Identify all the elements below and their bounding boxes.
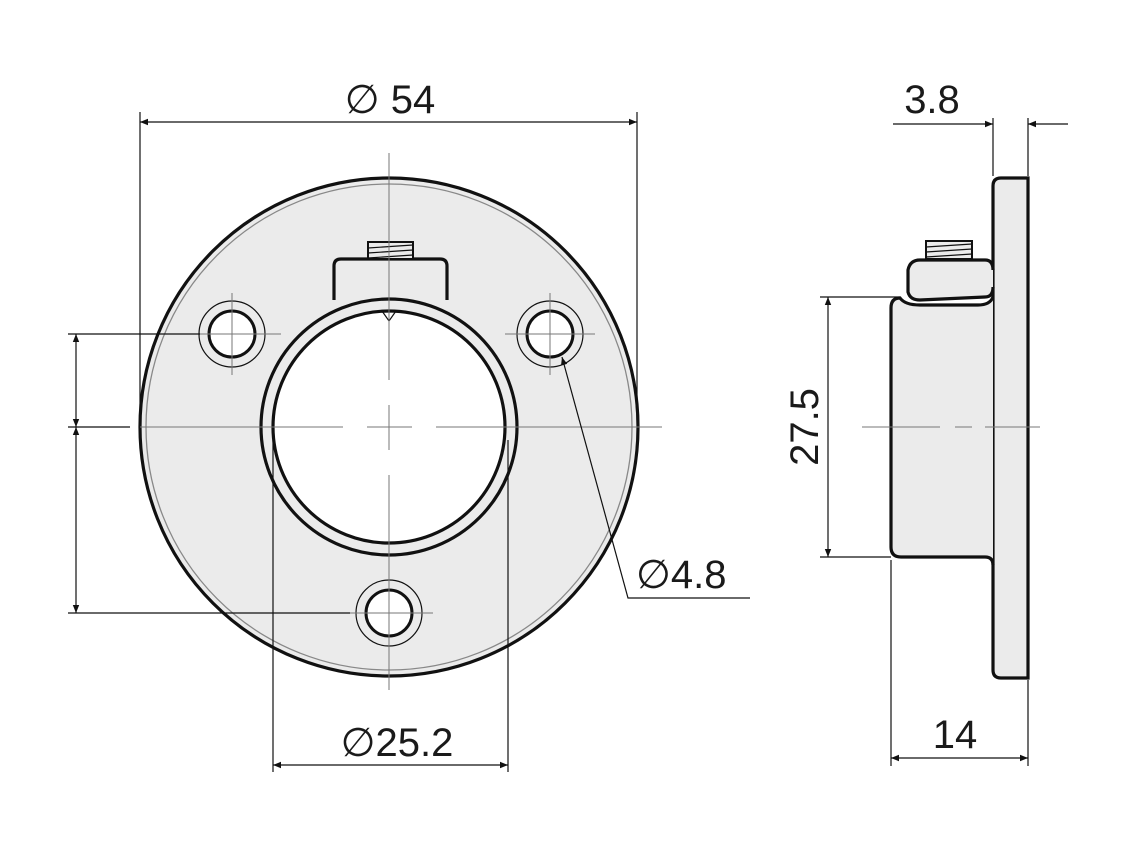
side-view	[862, 176, 1040, 680]
bore-diameter-label: ∅25.2	[341, 721, 454, 765]
body-height-label: 27.5	[783, 388, 827, 466]
hole-diameter-label: ∅4.8	[636, 553, 726, 597]
dim-hole-positions	[68, 333, 350, 614]
dim-outer-diameter: ∅ 54	[139, 78, 638, 420]
overall-depth-label: 14	[933, 713, 978, 757]
dim-bore-diameter: ∅25.2	[272, 440, 509, 772]
outer-diameter-label: ∅ 54	[345, 78, 435, 122]
dim-body-height: 27.5	[783, 296, 900, 558]
plate-thickness-label: 3.8	[904, 78, 960, 122]
side-body	[889, 258, 995, 566]
dim-overall-depth: 14	[890, 560, 1029, 766]
set-screw-boss	[332, 257, 449, 300]
front-view	[138, 153, 662, 690]
side-plate	[991, 176, 1030, 680]
set-screw-thread	[367, 241, 414, 260]
dim-plate-thickness: 3.8	[893, 78, 1068, 176]
dim-hole-diameter: ∅4.8	[561, 356, 750, 599]
side-set-screw-thread	[925, 240, 973, 260]
